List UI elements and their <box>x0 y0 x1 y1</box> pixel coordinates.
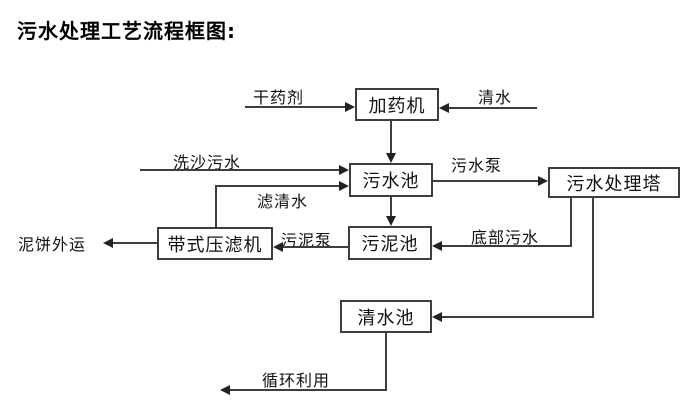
label-sludge-pump: 污泥泵 <box>281 231 333 250</box>
edge-tower-to-clean-pool-line <box>441 316 594 318</box>
edge-sand-washing-line <box>140 169 340 171</box>
label-sewage-pump: 污水泵 <box>451 156 503 175</box>
node-sewage-pool: 污水池 <box>349 163 433 197</box>
edge-bottom-sewage-line <box>441 245 572 247</box>
node-dosing-machine: 加药机 <box>355 88 439 121</box>
edge-bottom-sewage-vertical <box>570 198 572 247</box>
edge-clean-water-line <box>448 107 537 109</box>
edge-sewage-to-sludge-line <box>390 197 392 217</box>
arrowhead-into-belt-press-right <box>273 242 283 252</box>
node-sludge-pool: 污泥池 <box>348 226 432 260</box>
edge-recycle-vertical <box>385 333 387 390</box>
arrowhead-into-sewage-pool-left-upper <box>339 165 349 175</box>
arrowhead-into-sewage-pool-top <box>386 153 396 163</box>
node-belt-filter-press: 带式压滤机 <box>157 227 273 260</box>
page-title: 污水处理工艺流程框图: <box>17 19 236 43</box>
label-clean-water: 清水 <box>478 88 513 107</box>
arrowhead-into-tower-left <box>538 176 548 186</box>
edge-tower-to-clean-pool-vertical <box>592 198 594 317</box>
arrowhead-into-sludge-pool-top <box>386 216 396 226</box>
arrowhead-into-dosing-machine-right <box>439 103 449 113</box>
label-recycle-use: 循环利用 <box>262 371 331 390</box>
edge-filtered-water-line <box>215 185 340 187</box>
edge-dry-chemical-line <box>245 106 346 108</box>
node-clean-water-pool: 清水池 <box>340 300 432 333</box>
edge-recycle-line <box>229 389 387 391</box>
edge-filtered-water-vertical <box>215 186 217 227</box>
arrowhead-into-sewage-pool-left-lower <box>339 181 349 191</box>
label-filtered-water: 滤清水 <box>257 192 309 211</box>
label-bottom-sewage: 底部污水 <box>471 228 540 247</box>
label-dry-chemical: 干药剂 <box>253 88 305 107</box>
arrowhead-mud-cake-out <box>103 238 113 248</box>
arrowhead-into-sludge-pool-right <box>432 241 442 251</box>
label-mud-cake-out: 泥饼外运 <box>18 235 87 254</box>
arrowhead-into-clean-pool-right <box>432 312 442 322</box>
edge-sewage-pump-line <box>433 180 539 182</box>
node-sewage-treatment-tower: 污水处理塔 <box>548 167 680 198</box>
label-sand-washing-sewage: 洗沙污水 <box>173 153 242 172</box>
edge-dosing-to-sewage-line <box>390 121 392 154</box>
arrowhead-into-dosing-machine-left <box>345 102 355 112</box>
arrowhead-recycle-out <box>220 385 230 395</box>
edge-sludge-pump-line <box>282 246 348 248</box>
edge-mud-cake-line <box>112 242 157 244</box>
